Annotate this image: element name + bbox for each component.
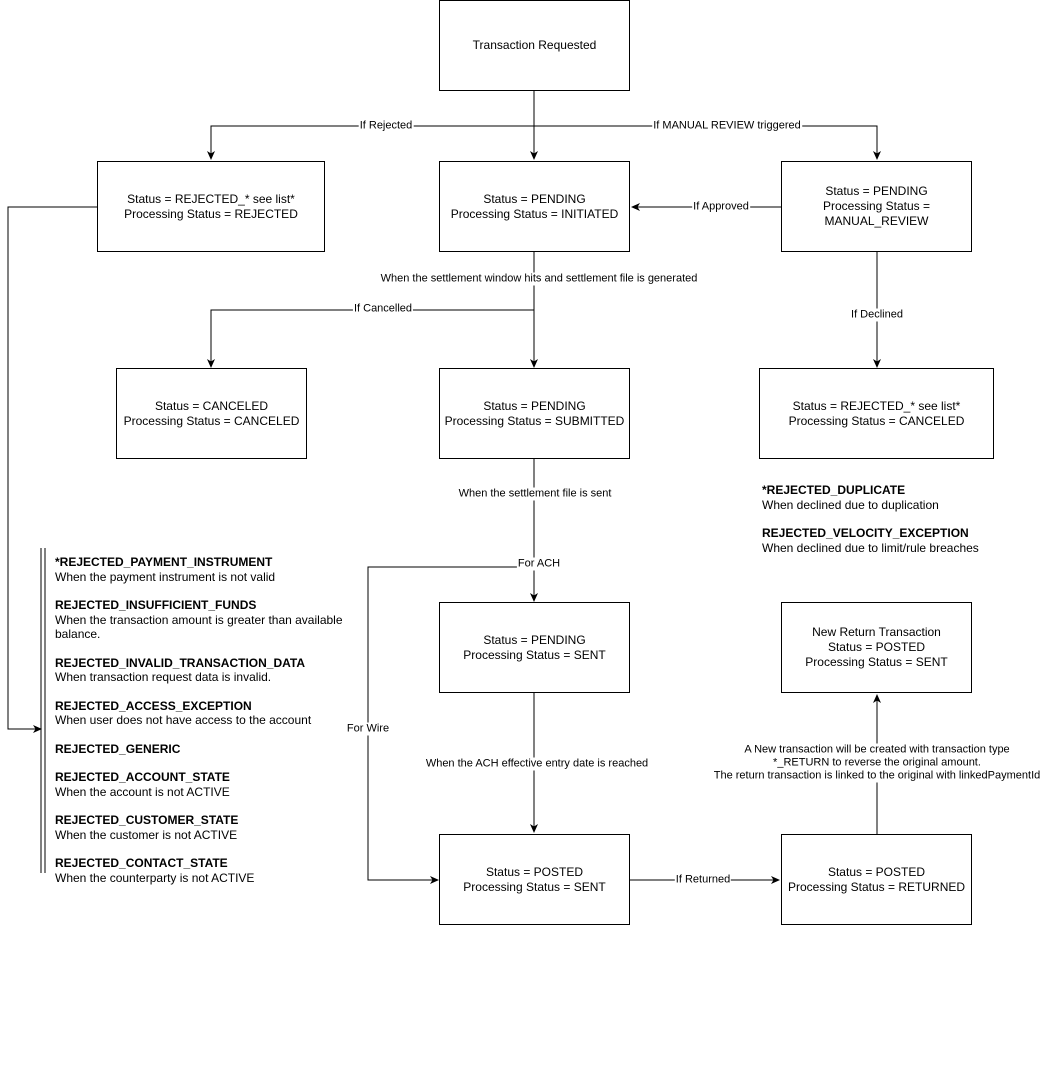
list-item: REJECTED_INVALID_TRANSACTION_DATA When t… — [55, 656, 355, 685]
node-manual-review[interactable]: Status = PENDING Processing Status = MAN… — [781, 161, 972, 252]
node-text: Status = PENDING — [483, 191, 586, 206]
return-note-line: A New transaction will be created with t… — [744, 743, 1010, 756]
node-text: Processing Status = RETURNED — [787, 879, 966, 894]
node-text: MANUAL_REVIEW — [824, 214, 929, 228]
rejection-code: REJECTED_INSUFFICIENT_FUNDS — [55, 598, 257, 612]
node-text: Status = POSTED — [485, 864, 584, 879]
list-item: *REJECTED_PAYMENT_INSTRUMENT When the pa… — [55, 555, 355, 584]
edge-label-if-returned: If Returned — [674, 873, 732, 887]
node-text: Processing Status = REJECTED — [124, 206, 298, 221]
node-text: Status = REJECTED_* see list* — [792, 398, 961, 413]
node-text: Status = PENDING — [483, 398, 586, 413]
list-item: REJECTED_ACCOUNT_STATE When the account … — [55, 770, 355, 799]
node-text: Status = PENDING — [825, 184, 928, 198]
edge-label-if-manual-review: If MANUAL REVIEW triggered — [652, 119, 802, 133]
edge-label-ach-effective: When the ACH effective entry date is rea… — [424, 757, 650, 771]
node-pending-submitted[interactable]: Status = PENDING Processing Status = SUB… — [439, 368, 630, 459]
node-text: Status = REJECTED_* see list* — [127, 191, 295, 206]
rejection-code: REJECTED_GENERIC — [55, 741, 181, 756]
node-canceled[interactable]: Status = CANCELED Processing Status = CA… — [116, 368, 307, 459]
rejection-description: When declined due to duplication — [762, 497, 939, 512]
return-note-line: The return transaction is linked to the … — [713, 769, 1041, 782]
node-text: Status = POSTED — [827, 864, 926, 879]
edge-rejected-to-list — [7, 206, 97, 733]
node-posted-sent[interactable]: Status = POSTED Processing Status = SENT — [439, 834, 630, 925]
edge-label-if-approved: If Approved — [692, 200, 750, 214]
node-text: Processing Status = — [822, 199, 931, 213]
list-item: REJECTED_CUSTOMER_STATE When the custome… — [55, 813, 355, 842]
edge-label-return-note: A New transaction will be created with t… — [712, 743, 1042, 783]
node-text: Status = CANCELED — [154, 398, 269, 413]
rejection-description: When the account is not ACTIVE — [55, 784, 230, 799]
node-text: Processing Status = INITIATED — [450, 206, 619, 221]
edge-label-settlement-sent: When the settlement file is sent — [457, 487, 613, 501]
rejection-code: REJECTED_INVALID_TRANSACTION_DATA — [55, 655, 306, 670]
node-text: Processing Status = SENT — [463, 879, 606, 894]
rejected-codes-list: *REJECTED_PAYMENT_INSTRUMENT When the pa… — [55, 555, 355, 899]
node-text: Processing Status = CANCELED — [788, 413, 965, 428]
edge-label-settlement-window: When the settlement window hits and sett… — [379, 272, 699, 286]
edge-label-if-cancelled: If Cancelled — [352, 302, 414, 316]
edge-label-if-rejected: If Rejected — [358, 119, 414, 133]
node-text: Transaction Requested — [472, 38, 597, 52]
rejection-description: When the payment instrument is not valid — [55, 569, 276, 584]
rejection-code: REJECTED_CUSTOMER_STATE — [55, 813, 239, 827]
node-transaction-requested[interactable]: Transaction Requested — [439, 0, 630, 91]
node-text: Processing Status = CANCELED — [123, 413, 300, 428]
rejection-description: When declined due to limit/rule breaches — [762, 540, 979, 555]
node-text: Status = POSTED — [827, 640, 926, 654]
node-text: Processing Status = SENT — [463, 647, 606, 662]
list-item: REJECTED_VELOCITY_EXCEPTION When decline… — [762, 526, 1037, 555]
list-item: REJECTED_GENERIC — [55, 742, 355, 757]
rejection-description: When the customer is not ACTIVE — [55, 827, 238, 842]
rejection-code: REJECTED_ACCOUNT_STATE — [55, 770, 230, 784]
rejection-code: REJECTED_CONTACT_STATE — [55, 856, 228, 870]
node-pending-initiated[interactable]: Status = PENDING Processing Status = INI… — [439, 161, 630, 252]
rejection-code: *REJECTED_PAYMENT_INSTRUMENT — [55, 555, 273, 569]
edge-if-rejected — [207, 125, 534, 160]
node-rejected[interactable]: Status = REJECTED_* see list* Processing… — [97, 161, 325, 252]
node-text: New Return Transaction — [812, 625, 941, 639]
rejection-description: When user does not have access to the ac… — [55, 713, 312, 727]
rejection-code: *REJECTED_DUPLICATE — [762, 483, 906, 497]
rejection-description: When the transaction amount is greater t… — [55, 612, 343, 642]
node-pending-sent[interactable]: Status = PENDING Processing Status = SEN… — [439, 602, 630, 693]
node-rejected-canceled[interactable]: Status = REJECTED_* see list* Processing… — [759, 368, 994, 459]
rejection-code: REJECTED_ACCESS_EXCEPTION — [55, 698, 252, 713]
return-note-line: *_RETURN to reverse the original amount. — [773, 756, 981, 769]
edge-label-for-wire: For Wire — [345, 722, 391, 736]
rejection-code: REJECTED_VELOCITY_EXCEPTION — [762, 526, 969, 540]
node-return-transaction[interactable]: New Return Transaction Status = POSTED P… — [781, 602, 972, 693]
edge-label-if-declined: If Declined — [850, 308, 904, 322]
list-item: *REJECTED_DUPLICATE When declined due to… — [762, 483, 1037, 512]
declined-codes-list: *REJECTED_DUPLICATE When declined due to… — [762, 483, 1037, 569]
edge-if-manual-review — [534, 125, 881, 160]
list-item: REJECTED_INSUFFICIENT_FUNDS When the tra… — [55, 598, 355, 642]
edge-label-for-ach: For ACH — [516, 557, 562, 571]
node-text: Status = PENDING — [483, 632, 586, 647]
list-item: REJECTED_CONTACT_STATE When the counterp… — [55, 856, 355, 885]
rejection-description: When transaction request data is invalid… — [55, 670, 272, 684]
node-text: Processing Status = SUBMITTED — [444, 413, 625, 428]
list-item: REJECTED_ACCESS_EXCEPTION When user does… — [55, 699, 355, 728]
rejection-description: When the counterparty is not ACTIVE — [55, 870, 255, 885]
node-posted-returned[interactable]: Status = POSTED Processing Status = RETU… — [781, 834, 972, 925]
edge-if-cancelled — [207, 309, 534, 368]
node-text: Processing Status = SENT — [805, 655, 948, 669]
